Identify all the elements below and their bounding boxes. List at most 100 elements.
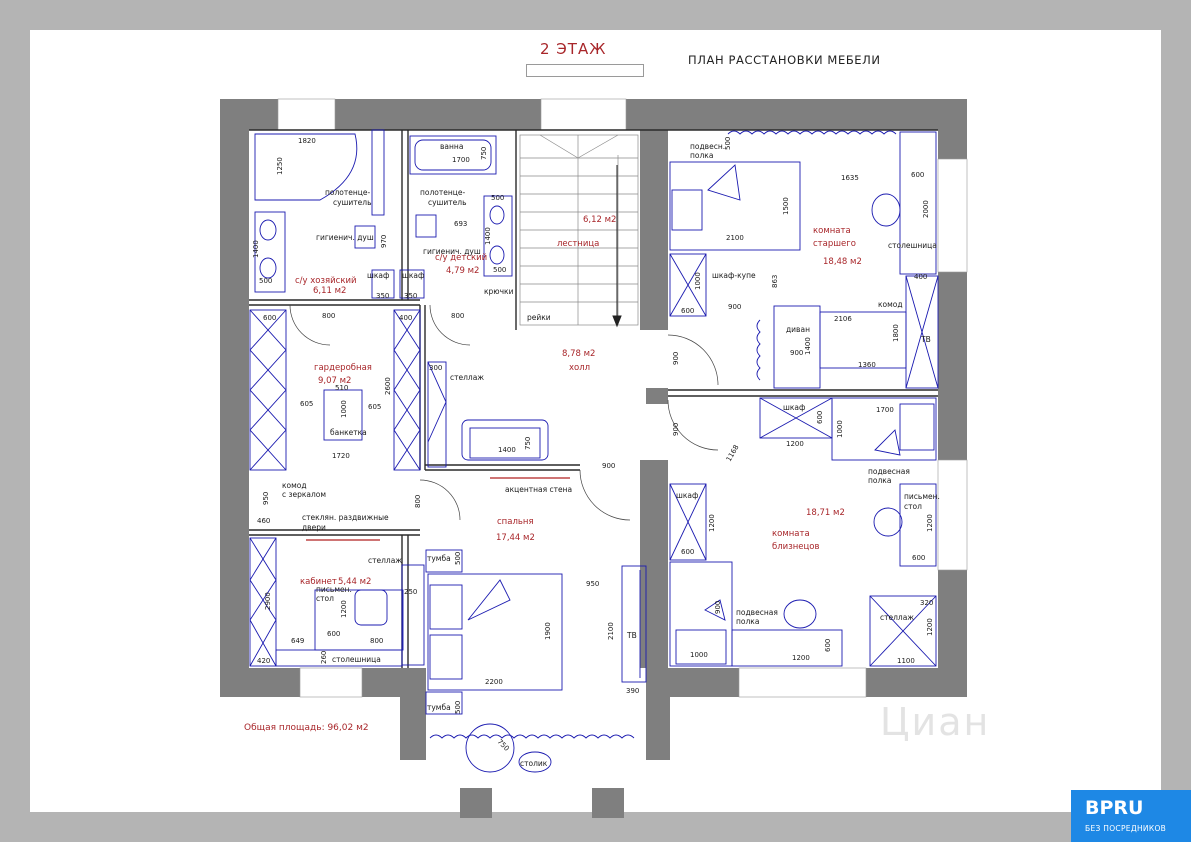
svg-text:600: 600: [911, 171, 924, 179]
svg-text:1360: 1360: [858, 361, 876, 369]
svg-text:600: 600: [681, 307, 694, 315]
svg-text:спальня: спальня: [497, 517, 534, 527]
svg-text:1700: 1700: [876, 406, 894, 414]
furniture-labels: ванна полотенце- сушитель полотенце- суш…: [282, 142, 940, 768]
svg-text:5,44 м2: 5,44 м2: [338, 577, 371, 587]
door-swings: [289, 304, 719, 521]
svg-text:1500: 1500: [782, 197, 790, 215]
bpru-badge[interactable]: BPRU БЕЗ ПОСРЕДНИКОВ: [1071, 790, 1191, 842]
svg-text:400: 400: [914, 273, 927, 281]
svg-text:17,44 м2: 17,44 м2: [496, 533, 535, 543]
svg-text:300: 300: [429, 364, 442, 372]
floor-title: 2 ЭТАЖ: [540, 40, 607, 58]
svg-text:стол: стол: [316, 594, 334, 603]
partitions: [249, 129, 938, 668]
svg-text:649: 649: [291, 637, 304, 645]
svg-text:9,07 м2: 9,07 м2: [318, 376, 351, 386]
svg-text:гигиенич. душ: гигиенич. душ: [423, 247, 481, 256]
wardrobe-left: [249, 309, 287, 471]
svg-text:двери: двери: [302, 523, 326, 532]
svg-text:письмен.: письмен.: [316, 585, 352, 594]
svg-text:1200: 1200: [926, 514, 934, 532]
svg-text:банкетка: банкетка: [330, 428, 367, 437]
furniture: [249, 129, 939, 773]
svg-text:1200: 1200: [786, 440, 804, 448]
svg-text:863: 863: [771, 275, 779, 288]
svg-text:900: 900: [790, 349, 803, 357]
svg-text:1000: 1000: [836, 420, 844, 438]
twins-wardrobe-left: [669, 483, 707, 561]
svg-text:1900: 1900: [544, 622, 552, 640]
svg-text:1000: 1000: [690, 651, 708, 659]
floor-title-box: [526, 64, 644, 77]
svg-text:кабинет: кабинет: [300, 577, 337, 587]
svg-text:800: 800: [370, 637, 383, 645]
svg-text:близнецов: близнецов: [772, 542, 820, 552]
svg-text:с зеркалом: с зеркалом: [282, 490, 326, 499]
svg-text:старшего: старшего: [813, 239, 856, 249]
svg-text:шкаф: шкаф: [676, 491, 698, 500]
sofa: [773, 305, 821, 389]
svg-text:4,79 м2: 4,79 м2: [446, 266, 479, 276]
svg-text:390: 390: [626, 687, 639, 695]
windows: [277, 98, 968, 698]
svg-text:2600: 2600: [384, 377, 392, 395]
twins-bed-bottom: [669, 561, 733, 667]
svg-text:320: 320: [920, 599, 933, 607]
svg-text:750: 750: [524, 437, 532, 450]
nightstand-bottom: [425, 691, 463, 715]
svg-text:ТВ: ТВ: [626, 631, 637, 640]
svg-text:2100: 2100: [607, 622, 615, 640]
svg-text:столешница: столешница: [888, 241, 937, 250]
svg-text:стеклян. раздвижные: стеклян. раздвижные: [302, 513, 389, 522]
svg-text:800: 800: [451, 312, 464, 320]
total-area: Общая площадь: 96,02 м2: [244, 723, 369, 733]
svg-text:гардеробная: гардеробная: [314, 363, 372, 373]
svg-text:600: 600: [327, 630, 340, 638]
kids-toilet: [415, 214, 437, 238]
svg-text:комната: комната: [772, 529, 810, 539]
svg-text:1400: 1400: [498, 446, 516, 454]
svg-text:600: 600: [912, 554, 925, 562]
svg-text:500: 500: [454, 701, 462, 714]
svg-text:693: 693: [454, 220, 467, 228]
svg-text:1820: 1820: [298, 137, 316, 145]
svg-text:акцентная стена: акцентная стена: [505, 485, 572, 494]
svg-text:350: 350: [404, 292, 417, 300]
svg-text:8,78 м2: 8,78 м2: [562, 349, 595, 359]
svg-text:тумба: тумба: [427, 554, 451, 563]
svg-text:2106: 2106: [834, 315, 852, 323]
svg-text:6,12 м2: 6,12 м2: [583, 215, 616, 225]
svg-text:диван: диван: [786, 325, 810, 334]
svg-text:подвесная: подвесная: [736, 608, 778, 617]
svg-text:шкаф: шкаф: [367, 271, 389, 280]
svg-text:400: 400: [399, 314, 412, 322]
svg-text:600: 600: [824, 639, 832, 652]
stairs-arrow: [612, 165, 622, 328]
svg-text:1100: 1100: [897, 657, 915, 665]
room-labels: с/у хозяйский 6,11 м2 с/у детский 4,79 м…: [295, 215, 862, 587]
svg-text:500: 500: [259, 277, 272, 285]
svg-text:510: 510: [335, 384, 348, 392]
svg-text:950: 950: [262, 492, 270, 505]
svg-text:шкаф: шкаф: [783, 403, 805, 412]
svg-text:900: 900: [728, 303, 741, 311]
svg-text:шкаф: шкаф: [402, 271, 424, 280]
svg-text:лестница: лестница: [557, 239, 599, 249]
plan-title: ПЛАН РАССТАНОВКИ МЕБЕЛИ: [688, 53, 881, 67]
elder-desk: [899, 131, 937, 275]
svg-text:1400: 1400: [804, 337, 812, 355]
svg-text:столешница: столешница: [332, 655, 381, 664]
wardrobe-coupe: [669, 253, 707, 317]
svg-text:гигиенич. душ: гигиенич. душ: [316, 233, 374, 242]
elder-dresser: [905, 275, 939, 389]
hall-sofa: [461, 419, 549, 461]
svg-text:комната: комната: [813, 226, 851, 236]
svg-text:подвесн.: подвесн.: [690, 142, 725, 151]
svg-text:800: 800: [414, 495, 422, 508]
svg-text:полотенце-: полотенце-: [325, 188, 370, 197]
svg-text:2200: 2200: [485, 678, 503, 686]
svg-text:250: 250: [404, 588, 417, 596]
svg-text:605: 605: [368, 403, 381, 411]
svg-text:1250: 1250: [276, 157, 284, 175]
